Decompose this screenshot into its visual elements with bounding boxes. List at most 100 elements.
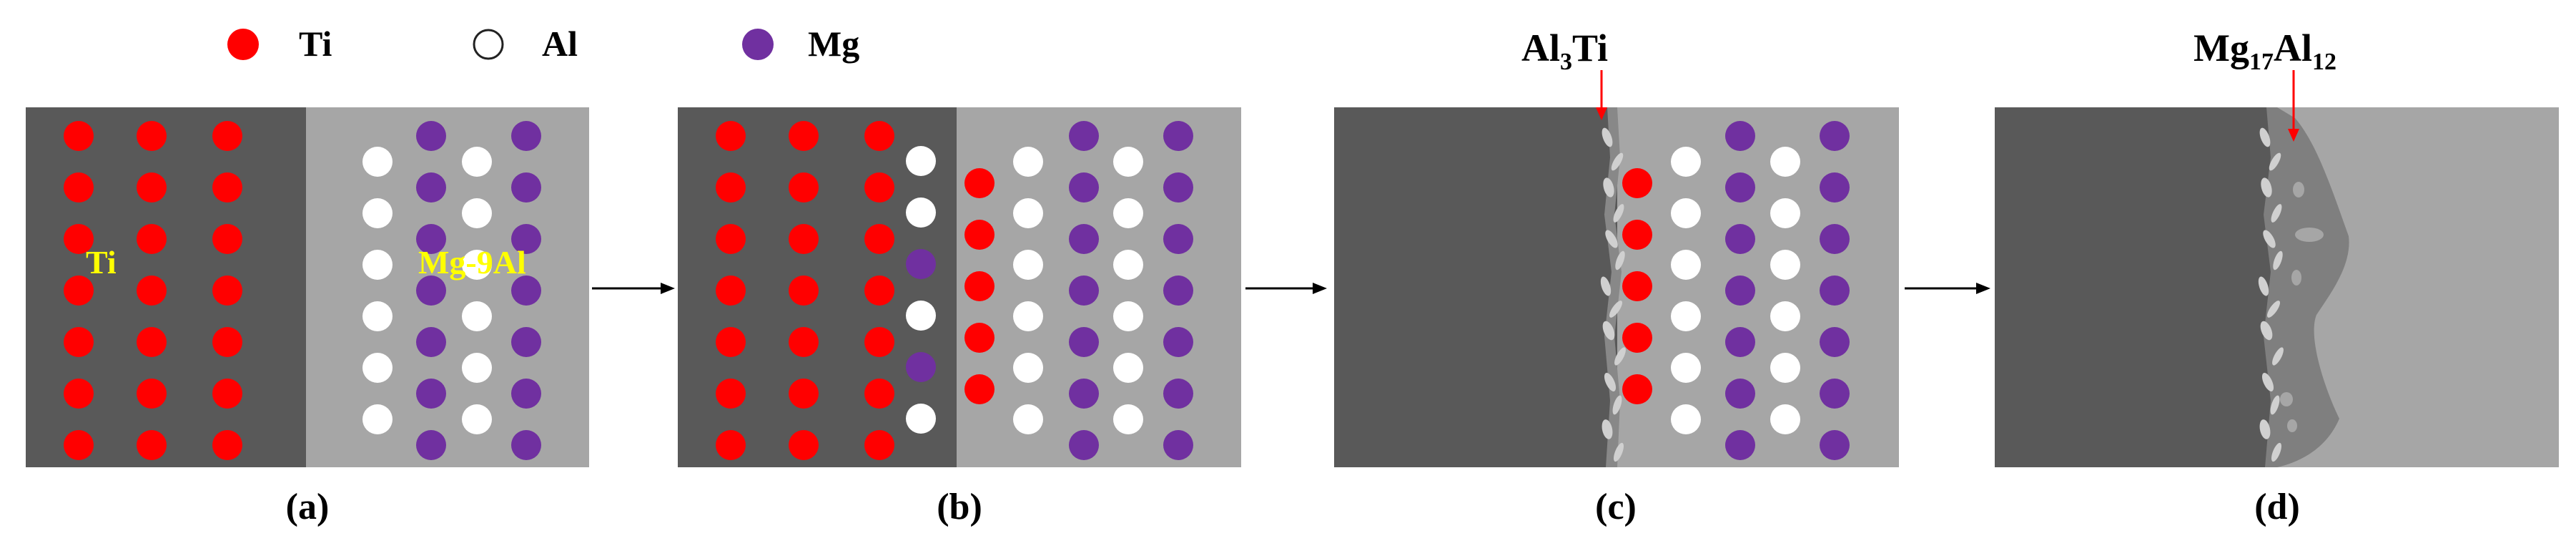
panel-caption-b: (b) [937,487,982,527]
mg17al12-phase-label: Mg17Al12 [2193,26,2336,75]
ti-atom [789,430,819,460]
mg-alloy [306,107,589,467]
al3ti-particle [2263,230,2276,248]
al-atom [1113,353,1143,383]
mg-atom [511,224,541,254]
ti-atom [716,172,746,203]
mg-atom [1163,327,1193,357]
al-atom [462,198,492,228]
mg-alloy [1617,107,1899,467]
mg-atom [1725,121,1755,151]
ti-atom [64,327,94,357]
ti-atom [716,275,746,306]
al-atom [1013,198,1043,228]
ti-atom [212,121,242,151]
ti-atom [789,275,819,306]
al3ti-particle [2272,347,2284,366]
ti-atom [212,430,242,460]
legend-ti-marker [227,29,259,60]
mg-atom [1069,224,1099,254]
al3ti-particle [2269,152,2281,171]
ti-atom [864,379,894,409]
mg-atom [1163,121,1193,151]
mg-atom [416,327,446,357]
al-atom [462,147,492,177]
mg-atom [1725,224,1755,254]
mg-atom [1069,327,1099,357]
ti-atom [137,121,167,151]
ti-atom [64,172,94,203]
al3ti-particle [1612,395,1622,415]
ti-atom [212,224,242,254]
ti-atom [716,379,746,409]
ti-atom [864,430,894,460]
mg-atom [416,430,446,460]
legend-mg-label: Mg [808,24,859,64]
al-atom [1013,301,1043,331]
phase-inclusion [2280,392,2293,406]
legend-al-label: Al [542,24,578,64]
ti-atom [716,327,746,357]
al3ti-particle [1605,230,1618,248]
ti-atom [1622,374,1652,404]
ti-atom [964,220,995,250]
legend-al-marker [473,29,504,60]
al-atom [1013,147,1043,177]
mg-atom [511,121,541,151]
mg-atom [1725,379,1755,409]
mg-side-atoms [362,121,541,460]
al3ti-particles [1600,127,1626,462]
mg-atom [1163,430,1193,460]
al3ti-particles [2258,127,2284,462]
ti-atom [137,327,167,357]
transition-arrow [592,283,675,294]
ti-atom [64,430,94,460]
al-atom [1113,250,1143,280]
al3ti-particle [2261,373,2274,391]
al3ti-particle [2270,395,2280,415]
ti-atom [864,224,894,254]
al-atom [1671,250,1701,280]
mg-atom [1820,224,1850,254]
al3ti-particle [1600,276,1612,296]
ti-atom [789,121,819,151]
al3ti-particle [1614,442,1624,462]
ti-atom [964,374,995,404]
ti-atoms [716,121,894,460]
transition-arrow [1245,283,1327,294]
phase-inclusion [2291,270,2301,286]
ti-atom [716,224,746,254]
ti-atom [716,430,746,460]
al-atom [1770,198,1800,228]
al3ti-particle [2271,204,2282,223]
mg-atom [1820,275,1850,306]
ti-atom [137,430,167,460]
mg-atom [416,379,446,409]
al3ti-particle [2259,419,2271,439]
al3ti-particle [2273,250,2283,270]
ti-atom [1622,168,1652,198]
ti-atoms [64,121,242,460]
mg-atom [1163,224,1193,254]
al-atom [1113,301,1143,331]
al-atom [1013,250,1043,280]
al3ti-particle [1613,204,1624,223]
al-atom [462,404,492,434]
mg-atom [511,327,541,357]
ti-atom [1622,220,1652,250]
mg-atom [906,352,936,382]
mg-atom [416,224,446,254]
mg-atom [1069,172,1099,203]
al-atom [462,250,492,280]
ti-atom [137,379,167,409]
panel-caption-c: (c) [1595,487,1637,527]
ti-atom [64,379,94,409]
panel-a: Ti Mg-9Al [26,107,589,467]
mg17al12-pointer-arrow [2288,70,2299,142]
al-atom [1113,404,1143,434]
ti-atom [864,327,894,357]
phase-inclusion [2287,419,2297,432]
mg-atom [1725,327,1755,357]
ti-atom [789,224,819,254]
ti-atom [964,323,995,353]
